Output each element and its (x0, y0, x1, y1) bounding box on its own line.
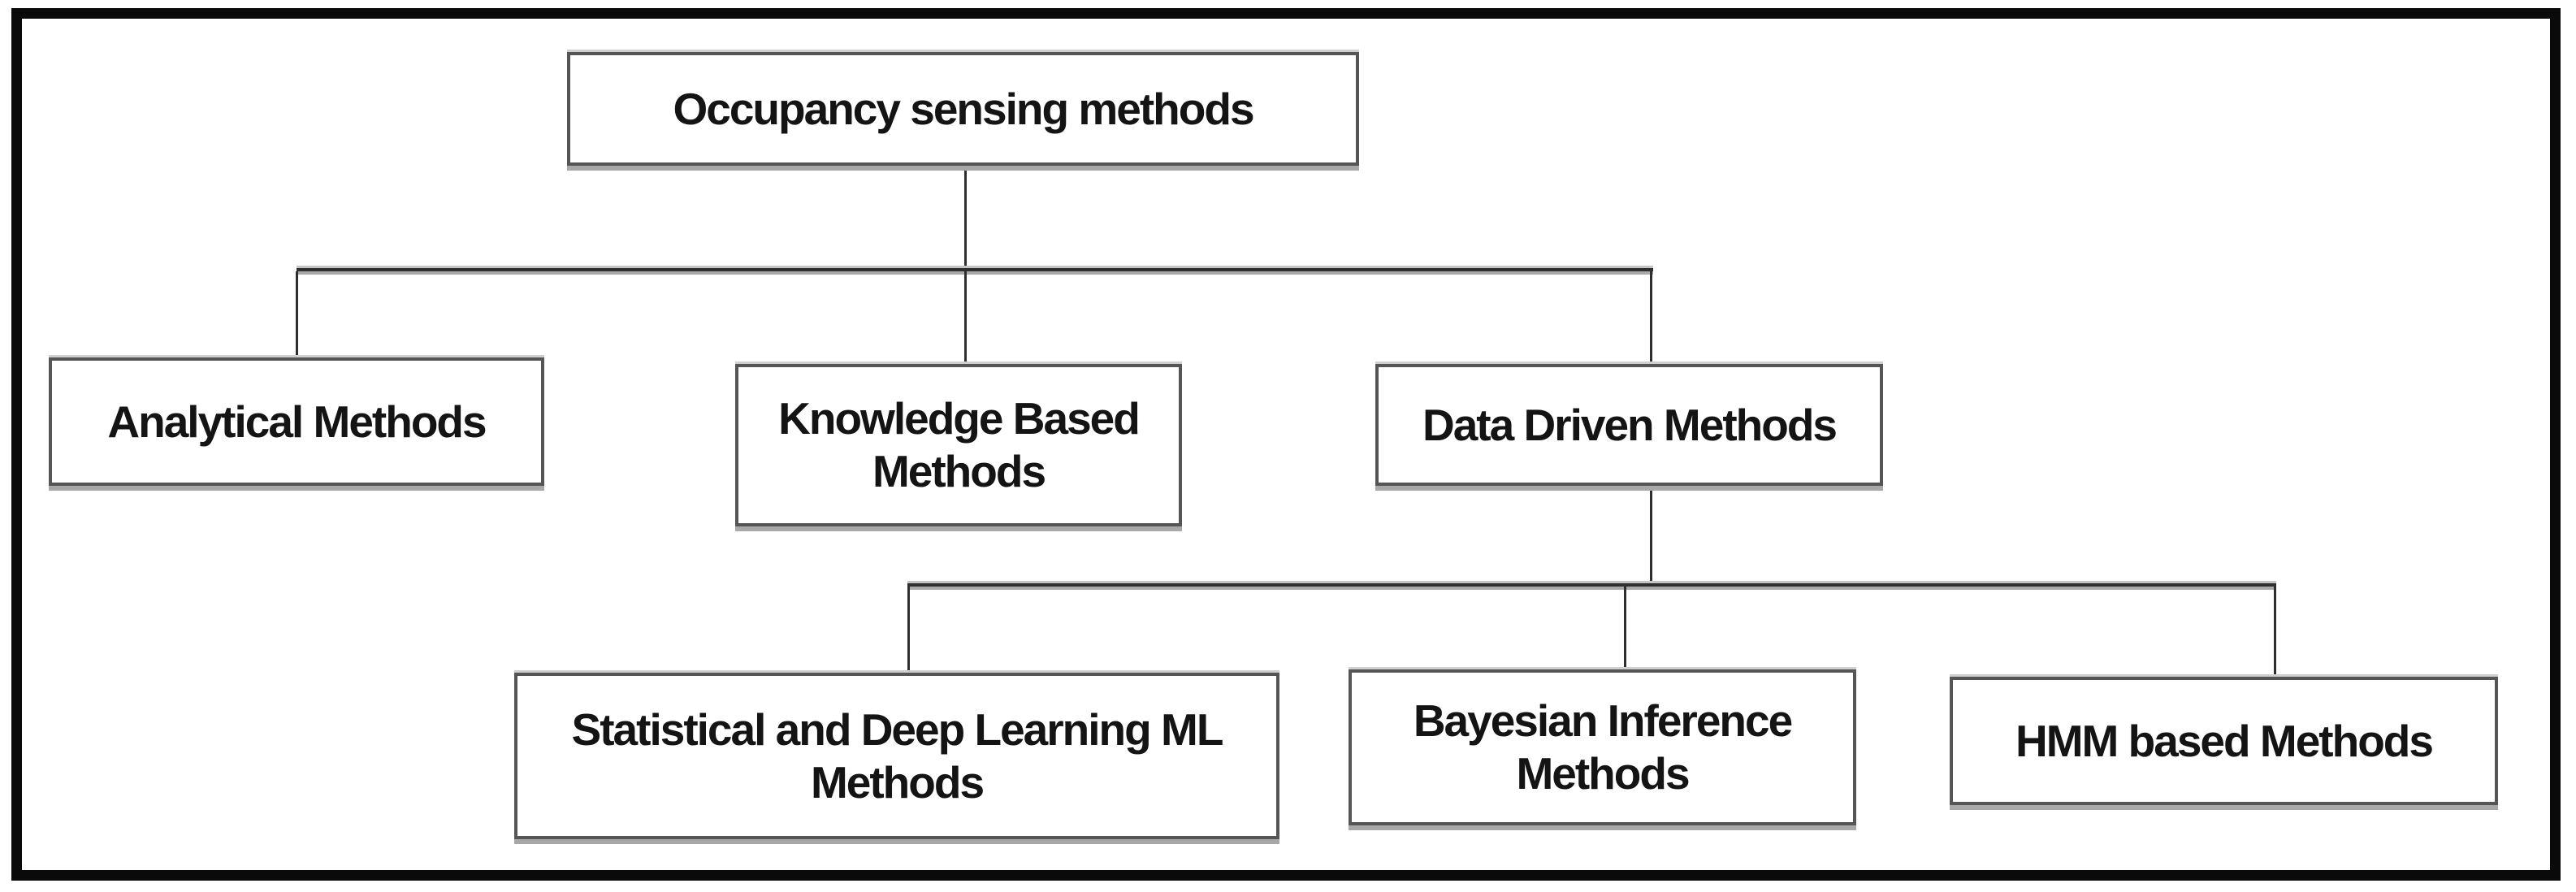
node-occupancy-sensing-methods-label: Occupancy sensing methods (673, 83, 1254, 134)
node-data-driven-methods: Data Driven Methods (1375, 364, 1883, 486)
connector-to-statistical-dl (907, 587, 910, 674)
node-statistical-deep-learning-ml-methods: Statistical and Deep Learning ML Methods (514, 673, 1279, 839)
node-knowledge-based-methods: Knowledge Based Methods (735, 364, 1182, 526)
connector-data-driven-to-level2-bus (1650, 486, 1652, 585)
node-bayesian-inference-methods-label: Bayesian Inference Methods (1413, 695, 1793, 799)
node-knowledge-based-methods-label: Knowledge Based Methods (778, 393, 1141, 496)
connector-to-hmm (2274, 587, 2276, 678)
node-hmm-based-methods: HMM based Methods (1950, 677, 2498, 805)
connector-to-analytical (296, 271, 298, 359)
connector-level2-bus (907, 583, 2276, 587)
connector-to-knowledge-based (964, 271, 967, 366)
node-occupancy-sensing-methods: Occupancy sensing methods (567, 52, 1359, 166)
node-hmm-based-methods-label: HMM based Methods (2015, 715, 2434, 766)
connector-to-bayesian (1624, 587, 1626, 671)
connector-to-data-driven (1650, 271, 1652, 366)
node-data-driven-methods-label: Data Driven Methods (1422, 399, 1838, 450)
node-analytical-methods: Analytical Methods (49, 357, 544, 486)
connector-root-to-level1-bus (964, 166, 967, 270)
connector-level1-bus (297, 268, 1653, 271)
node-bayesian-inference-methods: Bayesian Inference Methods (1349, 669, 1856, 825)
node-statistical-deep-learning-ml-methods-label: Statistical and Deep Learning ML Methods (571, 704, 1224, 808)
node-analytical-methods-label: Analytical Methods (107, 396, 487, 447)
